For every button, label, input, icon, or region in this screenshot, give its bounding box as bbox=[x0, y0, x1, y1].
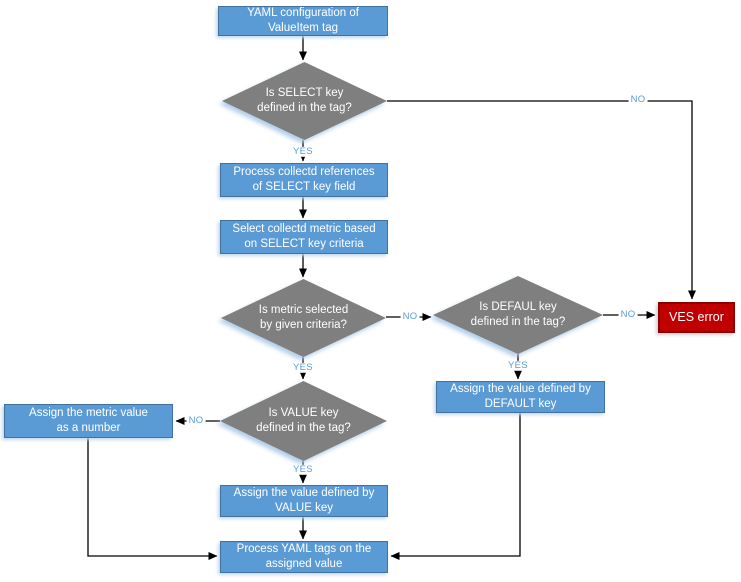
node-select-collectd-metric: Select collectd metric based on SELECT k… bbox=[220, 220, 388, 254]
edge-label-value-no: NO bbox=[186, 414, 206, 427]
edge-label-default-no: NO bbox=[618, 308, 638, 321]
node-process-collectd-references: Process collectd references of SELECT ke… bbox=[220, 163, 388, 197]
node-assign-value-key-value: Assign the value defined by VALUE key bbox=[220, 485, 388, 517]
node-decision-metric-selected: Is metric selected by given criteria? bbox=[221, 279, 386, 357]
edge-assign-metric-to-process-tags bbox=[87, 438, 218, 560]
edge-label-select-no: NO bbox=[628, 93, 648, 106]
decision-default-key-shape: Is DEFAUL key defined in the tag? bbox=[433, 276, 603, 354]
node-assign-default-key-value: Assign the value defined by DEFAULT key bbox=[436, 381, 605, 413]
edge-select-no-to-ves-error bbox=[387, 100, 696, 300]
edge-label-default-yes: YES bbox=[506, 359, 530, 372]
node-assign-metric-value: Assign the metric value as a number bbox=[4, 404, 173, 438]
edge-label-metric-yes: YES bbox=[291, 361, 315, 374]
node-decision-value-key: Is VALUE key defined in the tag? bbox=[220, 381, 387, 461]
node-decision-select-key: Is SELECT key defined in the tag? bbox=[222, 62, 387, 140]
node-start-yaml-configuration: YAML configuration of ValueItem tag bbox=[218, 6, 388, 36]
node-ves-error: VES error bbox=[658, 302, 735, 333]
node-process-yaml-tags: Process YAML tags on the assigned value bbox=[220, 541, 388, 573]
decision-select-key-shape: Is SELECT key defined in the tag? bbox=[222, 62, 387, 140]
edge-label-select-yes: YES bbox=[291, 145, 315, 158]
decision-value-key-shape: Is VALUE key defined in the tag? bbox=[220, 381, 387, 461]
node-decision-default-key: Is DEFAUL key defined in the tag? bbox=[433, 276, 603, 354]
decision-metric-selected-shape: Is metric selected by given criteria? bbox=[221, 279, 386, 357]
edge-assign-default-to-process-tags bbox=[390, 413, 521, 560]
edge-label-value-yes: YES bbox=[291, 463, 315, 476]
edge-label-metric-no: NO bbox=[400, 310, 420, 323]
